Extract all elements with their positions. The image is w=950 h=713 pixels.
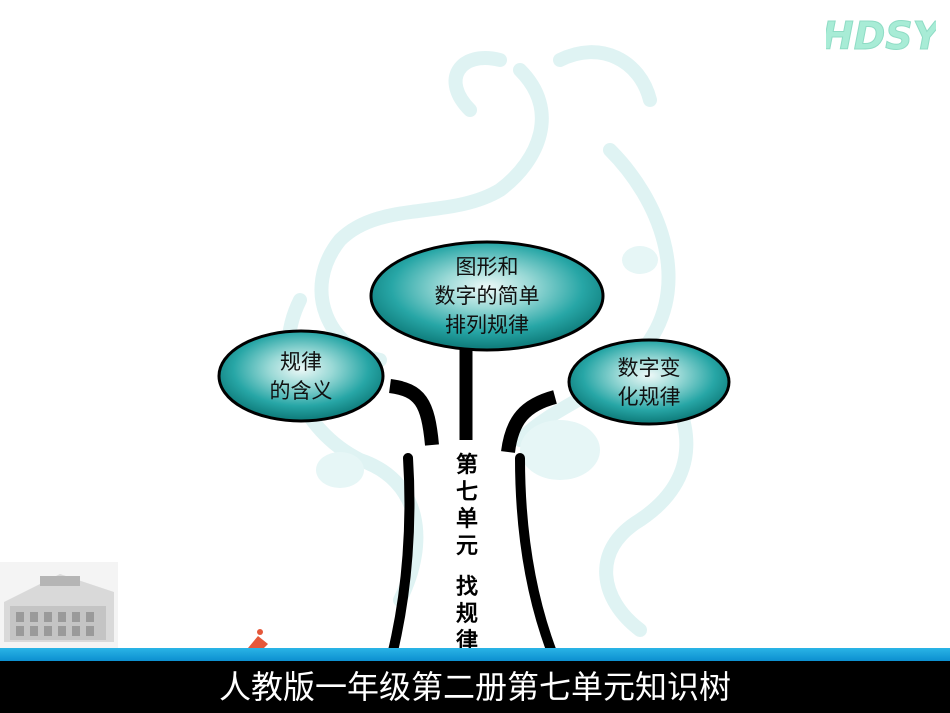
trunk-char: 第 bbox=[455, 453, 478, 478]
bottom-stripe bbox=[0, 648, 950, 661]
bubble-right-line-1: 数字变 bbox=[617, 356, 681, 380]
bubble-left-line-1: 规律 bbox=[280, 350, 322, 374]
bubble-left-line-2: 的含义 bbox=[269, 379, 333, 403]
bubble-left bbox=[217, 329, 385, 423]
branch-left bbox=[388, 379, 439, 446]
bubble-center-line-1: 图形和 bbox=[455, 254, 519, 279]
bottom-band bbox=[0, 661, 950, 713]
school-building-photo bbox=[0, 562, 118, 648]
bubble-center-line-2: 数字的简单 bbox=[434, 283, 540, 308]
bubble-right-label: 数字变 化规律 bbox=[572, 349, 726, 417]
bubble-center bbox=[369, 240, 605, 352]
trunk-char: 单 bbox=[455, 507, 478, 532]
trunk-char: 律 bbox=[455, 629, 478, 654]
trunk-left-line bbox=[387, 453, 415, 660]
trunk-gap bbox=[450, 560, 484, 574]
hdsy-logo: HDSY bbox=[826, 14, 936, 59]
bubble-right-line-2: 化规律 bbox=[617, 385, 681, 409]
bubble-right bbox=[567, 338, 731, 426]
trunk-char: 规 bbox=[455, 602, 478, 627]
trunk-char: 元 bbox=[455, 534, 478, 559]
bubble-left-label: 规律 的含义 bbox=[222, 343, 380, 411]
trunk-char: 找 bbox=[455, 575, 478, 600]
trunk-vertical-label: 第 七 单 元 找 规 律 bbox=[450, 452, 484, 657]
branch-right bbox=[501, 390, 557, 454]
footer-title: 人教版一年级第二册第七单元知识树 bbox=[218, 668, 731, 706]
trunk-right-line bbox=[515, 453, 558, 660]
svg-text:HDSY: HDSY bbox=[826, 14, 936, 58]
bubble-center-line-3: 排列规律 bbox=[445, 312, 529, 337]
bubble-center-label: 图形和 数字的简单 排列规律 bbox=[378, 252, 596, 340]
small-figure-icon bbox=[248, 629, 268, 650]
trunk-char: 七 bbox=[455, 480, 478, 505]
